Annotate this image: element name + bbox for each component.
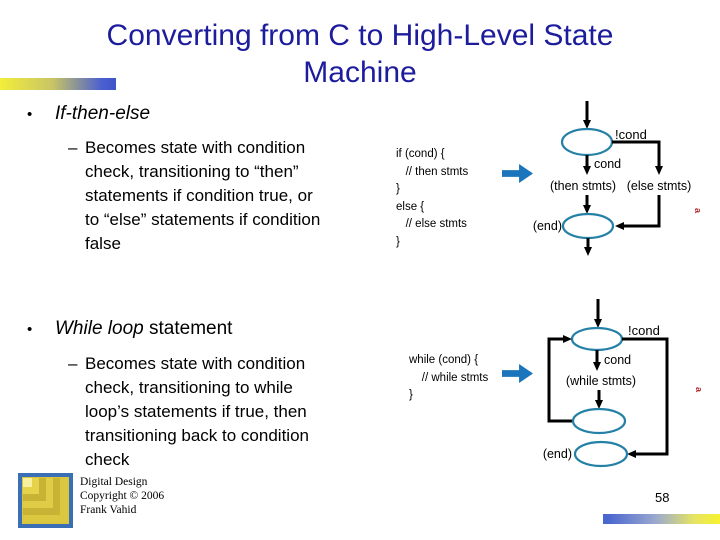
page-title-line1: Converting from C to High-Level State bbox=[106, 19, 614, 52]
else-branch-arrow bbox=[612, 140, 663, 175]
if-code-snippet: if (cond) { // then stmts } else { // el… bbox=[396, 148, 469, 248]
bullet-if-then-else: • If-then-else bbox=[27, 103, 150, 125]
logo-pattern bbox=[22, 477, 69, 524]
bullet-while-loop: • While loop statement bbox=[27, 318, 232, 340]
not-cond-exit-arrow bbox=[622, 337, 669, 458]
if-description-block: – Becomes state with condition check, tr… bbox=[68, 136, 320, 256]
footer-accent-bar bbox=[603, 514, 720, 524]
end-label: (end) bbox=[543, 447, 572, 461]
animation-marker: a bbox=[693, 208, 703, 214]
page-title: Converting from C to High-Level State Ma… bbox=[0, 17, 720, 91]
not-cond-label: !cond bbox=[615, 127, 647, 142]
else-to-end-arrow bbox=[615, 195, 661, 230]
while-body-state bbox=[571, 407, 627, 435]
page-number: 58 bbox=[655, 490, 670, 505]
title-accent-bar bbox=[0, 78, 116, 90]
while-description: Becomes state with condition check, tran… bbox=[85, 354, 309, 469]
while-code-snippet: while (cond) { // while stmts } bbox=[409, 354, 489, 402]
while-loop-diagram: !cond cond (while stmts) (end) a bbox=[543, 299, 704, 468]
if-heading: If-then-else bbox=[55, 103, 151, 124]
animation-marker: a bbox=[694, 387, 704, 393]
condition-state bbox=[560, 127, 614, 157]
if-description: Becomes state with condition check, tran… bbox=[85, 138, 321, 253]
copyright-credit: Digital Design Copyright © 2006 Frank Va… bbox=[80, 476, 165, 516]
while-stmts-label: (while stmts) bbox=[566, 374, 636, 388]
bullet-marker: • bbox=[27, 321, 33, 338]
dash-marker: – bbox=[68, 138, 78, 157]
end-state bbox=[561, 212, 615, 240]
digital-design-logo bbox=[18, 473, 73, 528]
while-heading-italic: While loop bbox=[55, 318, 144, 339]
while-description-block: – Becomes state with condition check, tr… bbox=[68, 352, 309, 472]
cond-label: cond bbox=[594, 157, 621, 171]
else-stmts-label: (else stmts) bbox=[627, 179, 692, 193]
then-stmts-label: (then stmts) bbox=[550, 179, 616, 193]
dash-marker: – bbox=[68, 354, 78, 373]
page-title-line2: Machine bbox=[303, 56, 417, 89]
while-heading-rest: statement bbox=[143, 318, 233, 339]
bullet-marker: • bbox=[27, 106, 33, 123]
cond-label: cond bbox=[604, 353, 631, 367]
loop-back-arrow bbox=[547, 335, 573, 423]
end-state bbox=[573, 440, 629, 468]
while-heading: While loop statement bbox=[55, 318, 232, 340]
condition-state bbox=[570, 326, 624, 352]
not-cond-label: !cond bbox=[628, 323, 660, 338]
if-then-else-diagram: !cond cond (then stmts) (else stmts) (en… bbox=[533, 101, 703, 256]
end-label: (end) bbox=[533, 219, 562, 233]
